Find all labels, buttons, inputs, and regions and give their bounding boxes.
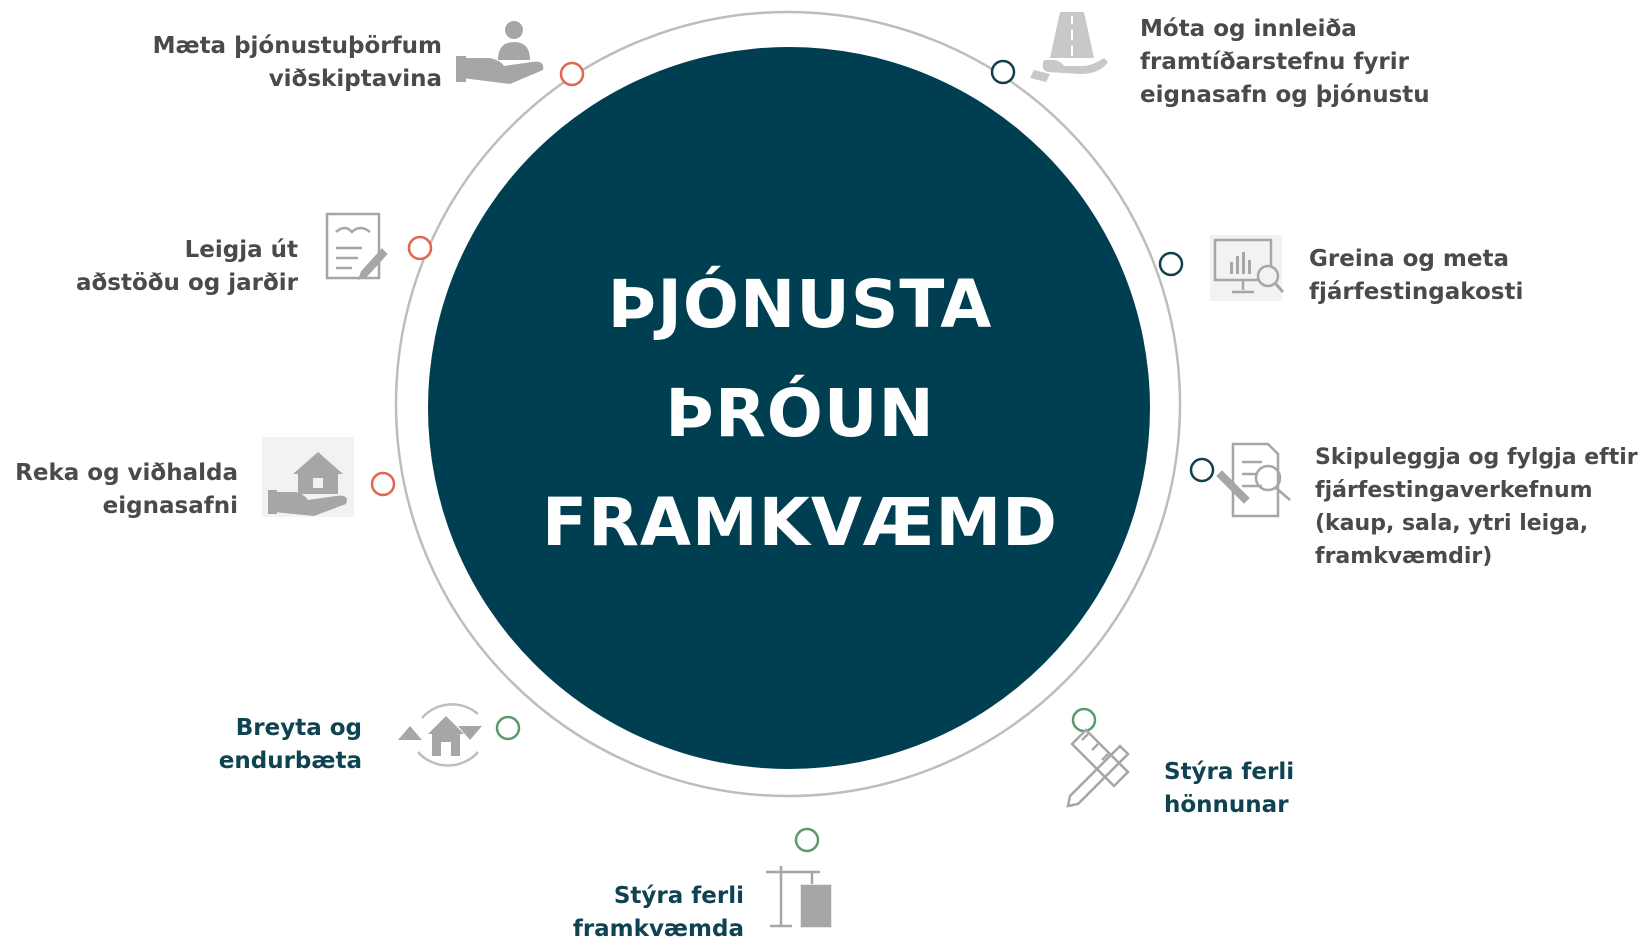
monitor-chart-magnifier-icon <box>1210 235 1285 301</box>
step-label-design: Stýra ferli hönnunar <box>1164 759 1295 818</box>
step-dot-8 <box>1158 251 1184 277</box>
step-dot-1 <box>559 61 585 87</box>
crane-building-icon <box>766 866 832 928</box>
center-title: ÞJÓNUSTA ÞRÓUN FRAMKVÆMD <box>440 250 1160 577</box>
center-circle <box>428 47 1150 769</box>
contract-handshake-icon <box>325 212 388 280</box>
step-label-investment-options: Greina og meta fjárfestingakosti <box>1309 246 1524 305</box>
step-label-strategy: Móta og innleiða framtíðarstefnu fyrir e… <box>1140 16 1430 108</box>
hand-house-icon <box>262 437 354 517</box>
hand-person-icon <box>456 21 544 84</box>
step-dot-5 <box>794 827 820 853</box>
step-label-construction: Stýra ferli framkvæmda <box>572 883 744 942</box>
house-renovate-cycle-icon <box>398 703 482 767</box>
hand-road-icon <box>1030 12 1108 82</box>
step-dot-7 <box>1189 457 1215 483</box>
step-label-renovate: Breyta og endurbæta <box>218 715 362 774</box>
step-label-investment-projects: Skipuleggja og fylgja eftir fjárfestinga… <box>1315 445 1638 569</box>
center-line-service: ÞJÓNUSTA <box>607 266 993 343</box>
step-dot-4 <box>495 715 521 741</box>
step-dot-6 <box>1071 707 1097 733</box>
step-label-customer-needs: Mæta þjónustuþörfum viðskiptavina <box>152 33 442 92</box>
center-line-development: ÞRÓUN <box>665 375 935 452</box>
center-line-execution: FRAMKVÆMD <box>542 484 1058 561</box>
outer-ring <box>394 10 1182 798</box>
ruler-pencil-icon <box>1066 728 1130 808</box>
document-magnifier-icon <box>1216 442 1291 518</box>
step-label-operate: Reka og viðhalda eignasafni <box>15 460 238 519</box>
step-dot-3 <box>370 471 396 497</box>
step-dot-9 <box>990 59 1016 85</box>
step-label-lease: Leigja út aðstöðu og jarðir <box>75 237 298 296</box>
step-dot-2 <box>407 235 433 261</box>
